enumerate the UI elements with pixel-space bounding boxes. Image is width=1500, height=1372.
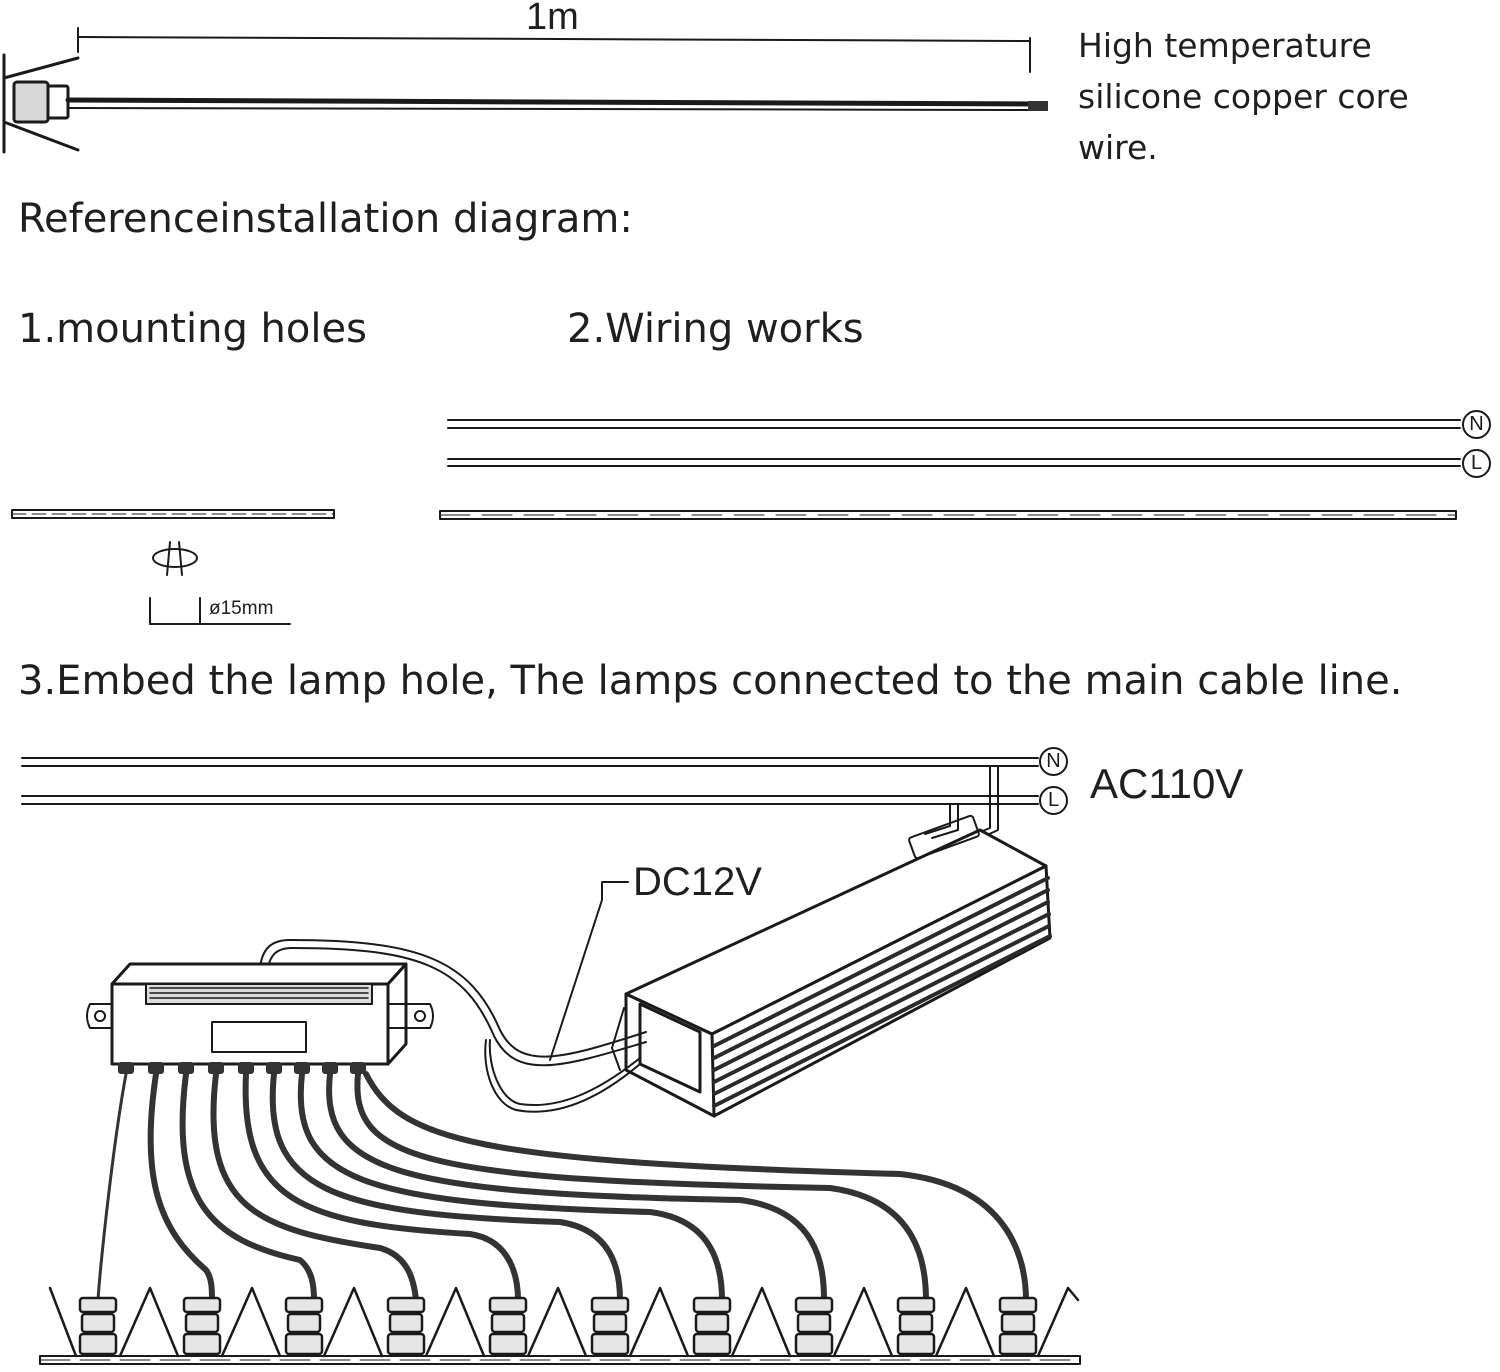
lamp-2 [182,1296,222,1356]
lamp-7 [692,1296,732,1356]
wire-description: High temperature silicone copper core wi… [1078,26,1409,167]
lamp-10 [998,1296,1038,1356]
hole-diameter-label: ø15mm [209,598,274,619]
junction-box [86,962,434,1074]
lamp-with-wire [2,53,1048,154]
hole-diameter-dimension [149,597,291,625]
main-live-terminal: L [1039,786,1068,815]
lamp-1 [78,1296,118,1356]
ac-voltage-label: AC110V [1090,760,1244,807]
diagram-heading: Referenceinstallation diagram: [18,196,633,242]
ceiling-board [39,1355,1081,1365]
dc-label-leader [549,881,629,1061]
lamp-row [48,1286,1080,1358]
lamp-4 [386,1296,426,1356]
lamp-5 [488,1296,528,1356]
lamp-8 [794,1296,834,1356]
main-cable-line [21,757,1039,805]
lamp-3 [284,1296,324,1356]
wiring-ceiling-section [439,510,1457,520]
lamp-9 [896,1296,936,1356]
wire-length-label: 1m [526,0,579,38]
lamp-6 [590,1296,630,1356]
mounting-ceiling-section [11,509,335,519]
lamps [78,1296,1038,1356]
step-wiring-works: 2.Wiring works [567,306,864,352]
length-dimension [77,27,1031,73]
dc-voltage-label: DC12V [633,860,762,904]
wiring-live-terminal: L [1462,449,1491,478]
main-neutral-terminal: N [1039,747,1068,776]
step-mounting-holes: 1.mounting holes [18,306,367,352]
lamp-cables [96,1071,1029,1303]
dc-output-wires [259,939,647,1113]
wiring-main-cable [447,419,1461,467]
drill-icon [152,541,198,576]
power-supply-transformer [611,814,1052,1118]
step-embed-lamps: 3.Embed the lamp hole, The lamps connect… [18,658,1403,704]
wiring-neutral-terminal: N [1462,410,1491,439]
